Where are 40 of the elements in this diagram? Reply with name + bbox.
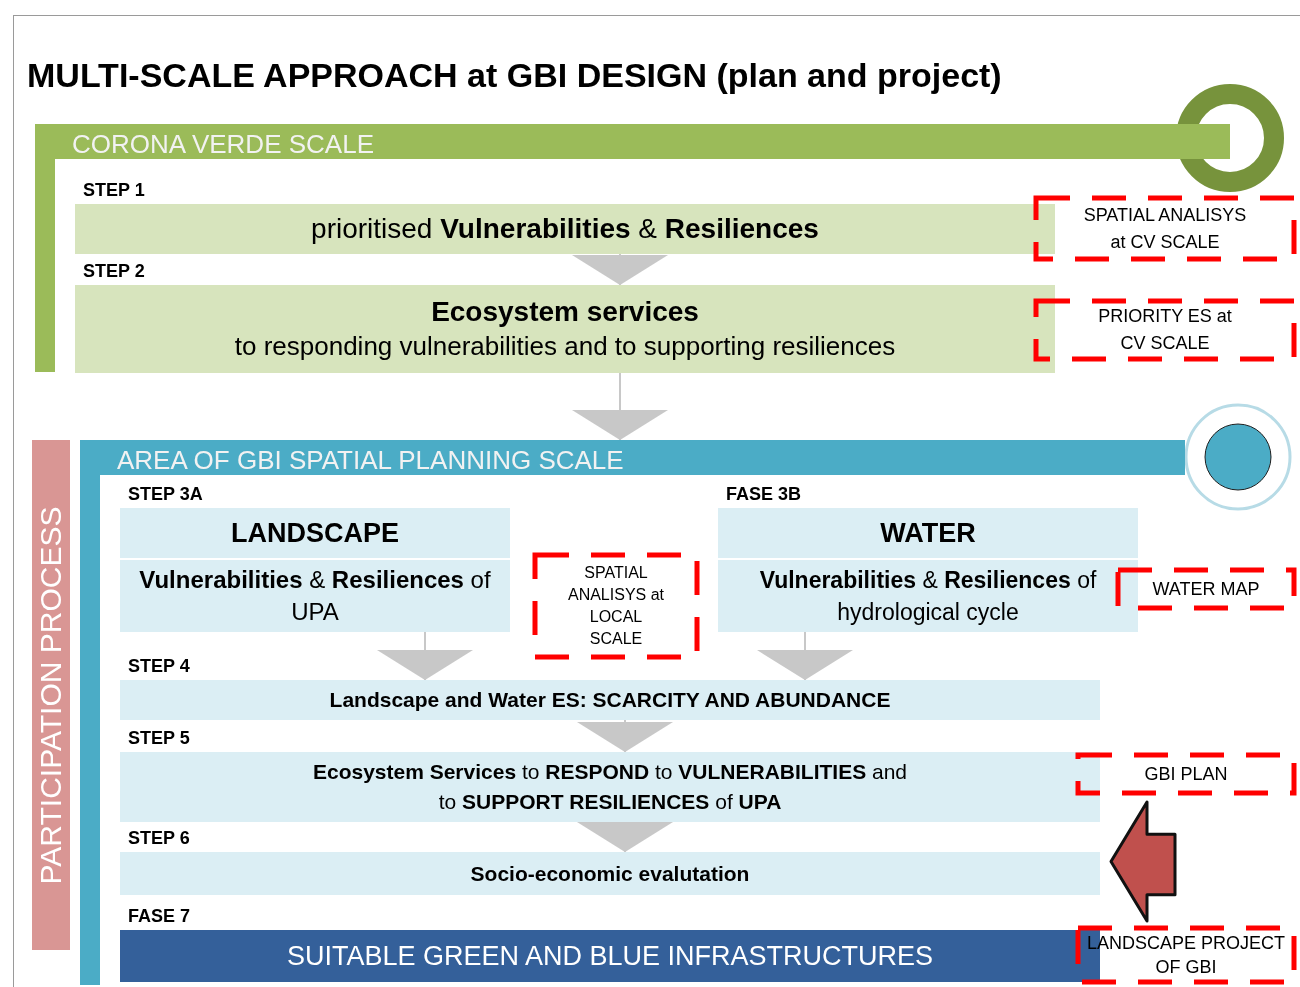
arrow [572,253,668,286]
callout-text: SPATIAL ANALISYS at CV SCALE [1082,203,1248,254]
step-label: FASE 3B [726,483,802,506]
step-label: STEP 1 [83,179,145,202]
step-text: Socio-economic evalutation [470,860,750,887]
dashed-callout-box [1033,195,1297,262]
step-text: Landscape and Water ES: SCARCITY AND ABUNDANCE [329,687,891,714]
title: MULTI-SCALE APPROACH at GBI DESIGN (plan and project) [27,55,1002,96]
arrow [577,821,673,853]
arrow [577,719,673,753]
dashed-callout-box [1075,925,1297,985]
callout-text: SPATIAL ANALISYS at LOCAL SCALE [566,563,665,649]
dashed-callout-box [1115,567,1297,611]
callout-text: GBI PLAN [1144,762,1228,786]
body-text: Vulnerabilities & Resiliences of hydrological cycle [758,566,1098,627]
arrow [572,372,668,441]
step-text: SUITABLE GREEN AND BLUE INFRASTRUCTURES [286,939,934,973]
step-text: to responding vulnerabilities and to supporting resiliences [234,330,896,363]
arrow [377,631,473,681]
step-text: prioritised Vulnerabilities & Resiliences [311,212,819,246]
step-text: Ecosystem services [431,295,699,329]
step-label: STEP 3A [128,483,203,506]
step-label: STEP 6 [128,827,190,850]
body-text: Vulnerabilities & Resiliences of UPA [138,565,492,627]
step-text: Ecosystem Services to RESPOND to VULNERABILITIES and to SUPPORT RESILIENCES of UPA [311,759,909,815]
dashed-callout-box [1033,298,1297,362]
step-label: STEP 5 [128,727,190,750]
block-arrow [1109,800,1177,923]
callout-text: PRIORITY ES at CV SCALE [1097,305,1233,355]
step-label: FASE 7 [128,905,191,928]
dashed-callout-box [532,552,700,660]
header-cell: LANDSCAPE [120,508,510,560]
header-cell: WATER [718,508,1138,560]
step-label: STEP 2 [83,260,145,283]
dashed-callout-box [1075,752,1297,796]
vertical-label: PARTICIPATION PROCESS [33,506,69,884]
vertical-band [32,440,70,950]
arrow [757,631,853,681]
callout-text: WATER MAP [1152,577,1260,601]
step-label: STEP 4 [128,655,190,678]
